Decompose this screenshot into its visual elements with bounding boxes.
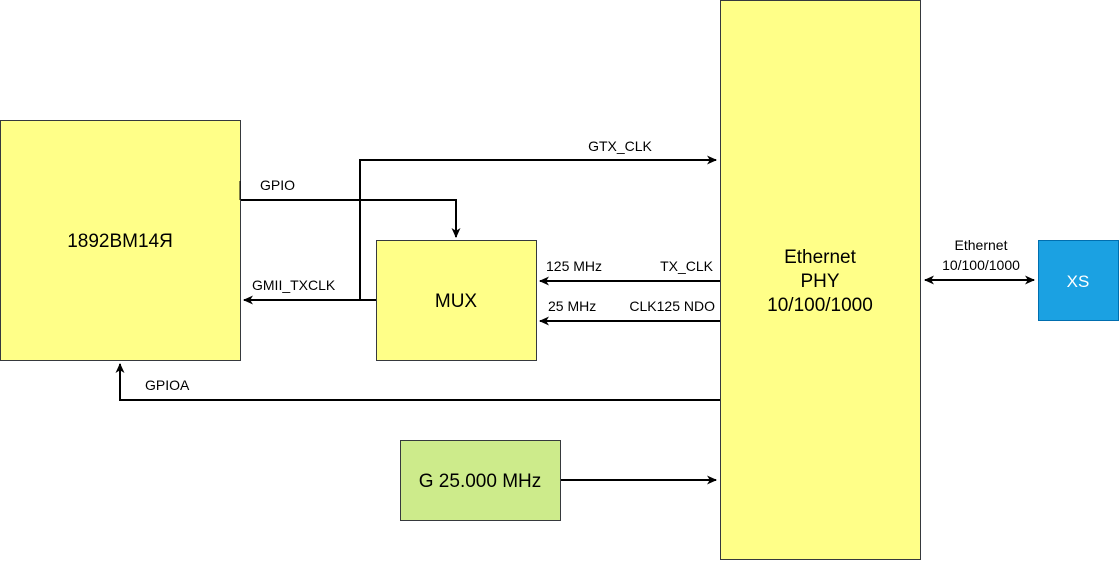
gpioa-label: GPIOA (145, 377, 190, 393)
oscillator-label: G 25.000 MHz (419, 471, 542, 492)
oscillator-block (400, 440, 561, 521)
xs-label: XS (1067, 272, 1090, 291)
cpu-block (0, 120, 241, 361)
gpio-label: GPIO (260, 177, 295, 193)
mux-block (376, 240, 537, 361)
ethernet-phy-label-line2: PHY (800, 271, 839, 292)
gmii-txclk-label: GMII_TXCLK (252, 277, 336, 293)
gpio-wire (241, 199, 461, 238)
tx-clk-label: TX_CLK (660, 258, 714, 274)
ethernet-phy-label-line3: 10/100/1000 (767, 295, 873, 316)
mux-label: MUX (435, 291, 478, 312)
gtx-clk-wire (359, 155, 717, 300)
ethernet-label-line2: 10/100/1000 (942, 257, 1020, 273)
gtx-clk-label: GTX_CLK (588, 138, 652, 154)
ethernet-phy-block (720, 0, 921, 560)
ethernet-label-line1: Ethernet (955, 237, 1008, 253)
mhz125-label: 125 MHz (546, 258, 602, 274)
cpu-label: 1892ВМ14Я (67, 231, 173, 252)
gpioa-wire (115, 363, 720, 401)
clk125-ndo-label: CLK125 NDO (629, 298, 715, 314)
ethernet-phy-label-line1: Ethernet (784, 247, 857, 268)
xs-connector-block (1038, 240, 1119, 321)
mhz25-label: 25 MHz (548, 298, 596, 314)
